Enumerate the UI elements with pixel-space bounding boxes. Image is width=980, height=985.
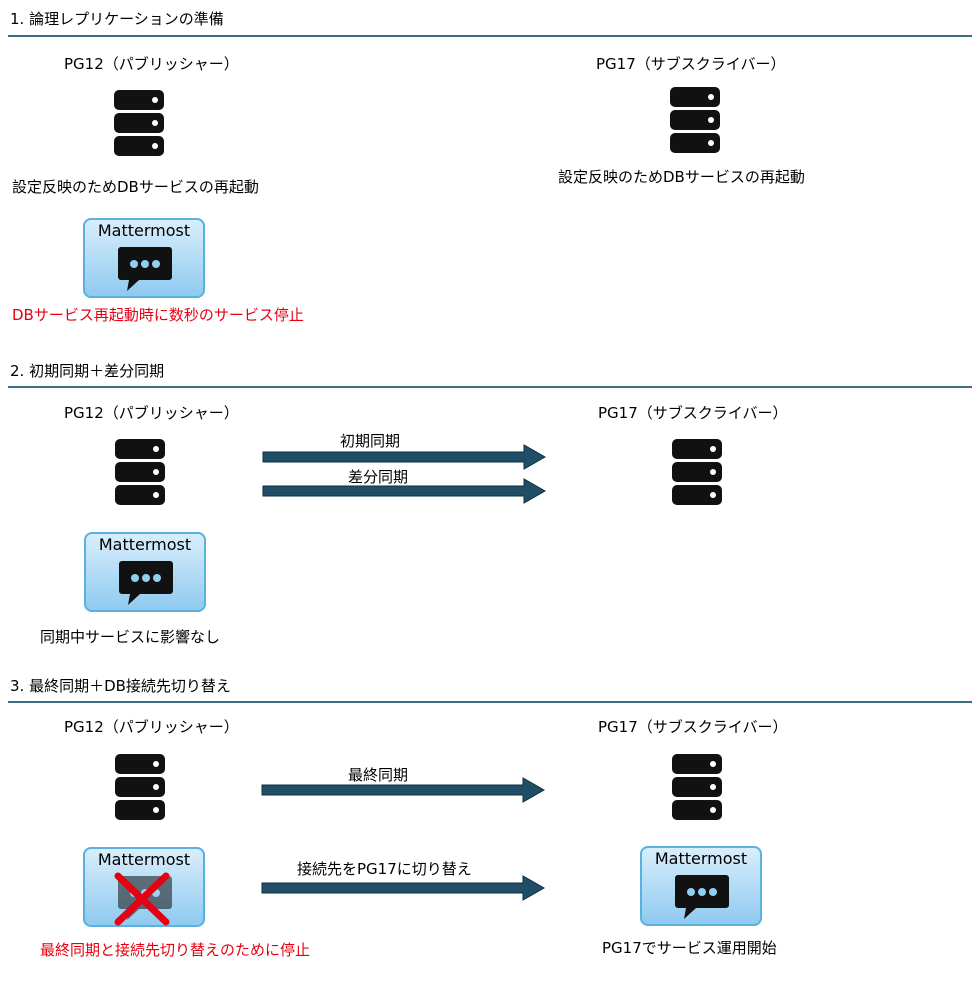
app-name: Mattermost (97, 221, 191, 240)
mattermost-app-new: Mattermost (640, 846, 762, 926)
diff-sync-arrow (262, 478, 546, 504)
chat-bubble-icon (119, 561, 173, 605)
diff-sync-label: 差分同期 (348, 468, 409, 486)
section-1-title: 1. 論理レプリケーションの準備 (10, 10, 224, 28)
red-cross-icon (114, 872, 170, 926)
service-stop-note: DBサービス再起動時に数秒のサービス停止 (12, 306, 304, 324)
app-name: Mattermost (654, 849, 748, 868)
app-name: Mattermost (97, 850, 191, 869)
section-3-divider (8, 701, 972, 703)
chat-bubble-icon (118, 247, 172, 291)
switch-connection-label: 接続先をPG17に切り替え (297, 860, 472, 878)
chat-bubble-icon (675, 875, 729, 919)
database-icon (672, 439, 722, 505)
database-icon (115, 754, 165, 820)
initial-sync-label: 初期同期 (340, 432, 401, 450)
publisher-label: PG12（パブリッシャー） (64, 404, 239, 422)
stopped-note: 最終同期と接続先切り替えのために停止 (40, 941, 311, 959)
subscriber-label: PG17（サブスクライバー） (598, 718, 788, 736)
switch-connection-arrow (261, 875, 545, 901)
no-impact-note: 同期中サービスに影響なし (40, 628, 221, 646)
app-name: Mattermost (98, 535, 192, 554)
section-2-title: 2. 初期同期＋差分同期 (10, 362, 165, 380)
subscriber-restart-note: 設定反映のためDBサービスの再起動 (558, 168, 805, 186)
section-2-divider (8, 386, 972, 388)
mattermost-app: Mattermost (84, 532, 206, 612)
database-icon (670, 87, 720, 153)
database-icon (114, 90, 164, 156)
final-sync-label: 最終同期 (348, 766, 409, 784)
database-icon (115, 439, 165, 505)
section-1-divider (8, 35, 972, 37)
service-start-note: PG17でサービス運用開始 (602, 939, 777, 957)
final-sync-arrow (261, 777, 545, 803)
section-3-title: 3. 最終同期＋DB接続先切り替え (10, 677, 231, 695)
database-icon (672, 754, 722, 820)
publisher-restart-note: 設定反映のためDBサービスの再起動 (12, 178, 259, 196)
initial-sync-arrow (262, 444, 546, 470)
publisher-label: PG12（パブリッシャー） (64, 718, 239, 736)
mattermost-app: Mattermost (83, 218, 205, 298)
publisher-label: PG12（パブリッシャー） (64, 55, 239, 73)
subscriber-label: PG17（サブスクライバー） (598, 404, 788, 422)
mattermost-app-stopped: Mattermost (83, 847, 205, 927)
subscriber-label: PG17（サブスクライバー） (596, 55, 786, 73)
